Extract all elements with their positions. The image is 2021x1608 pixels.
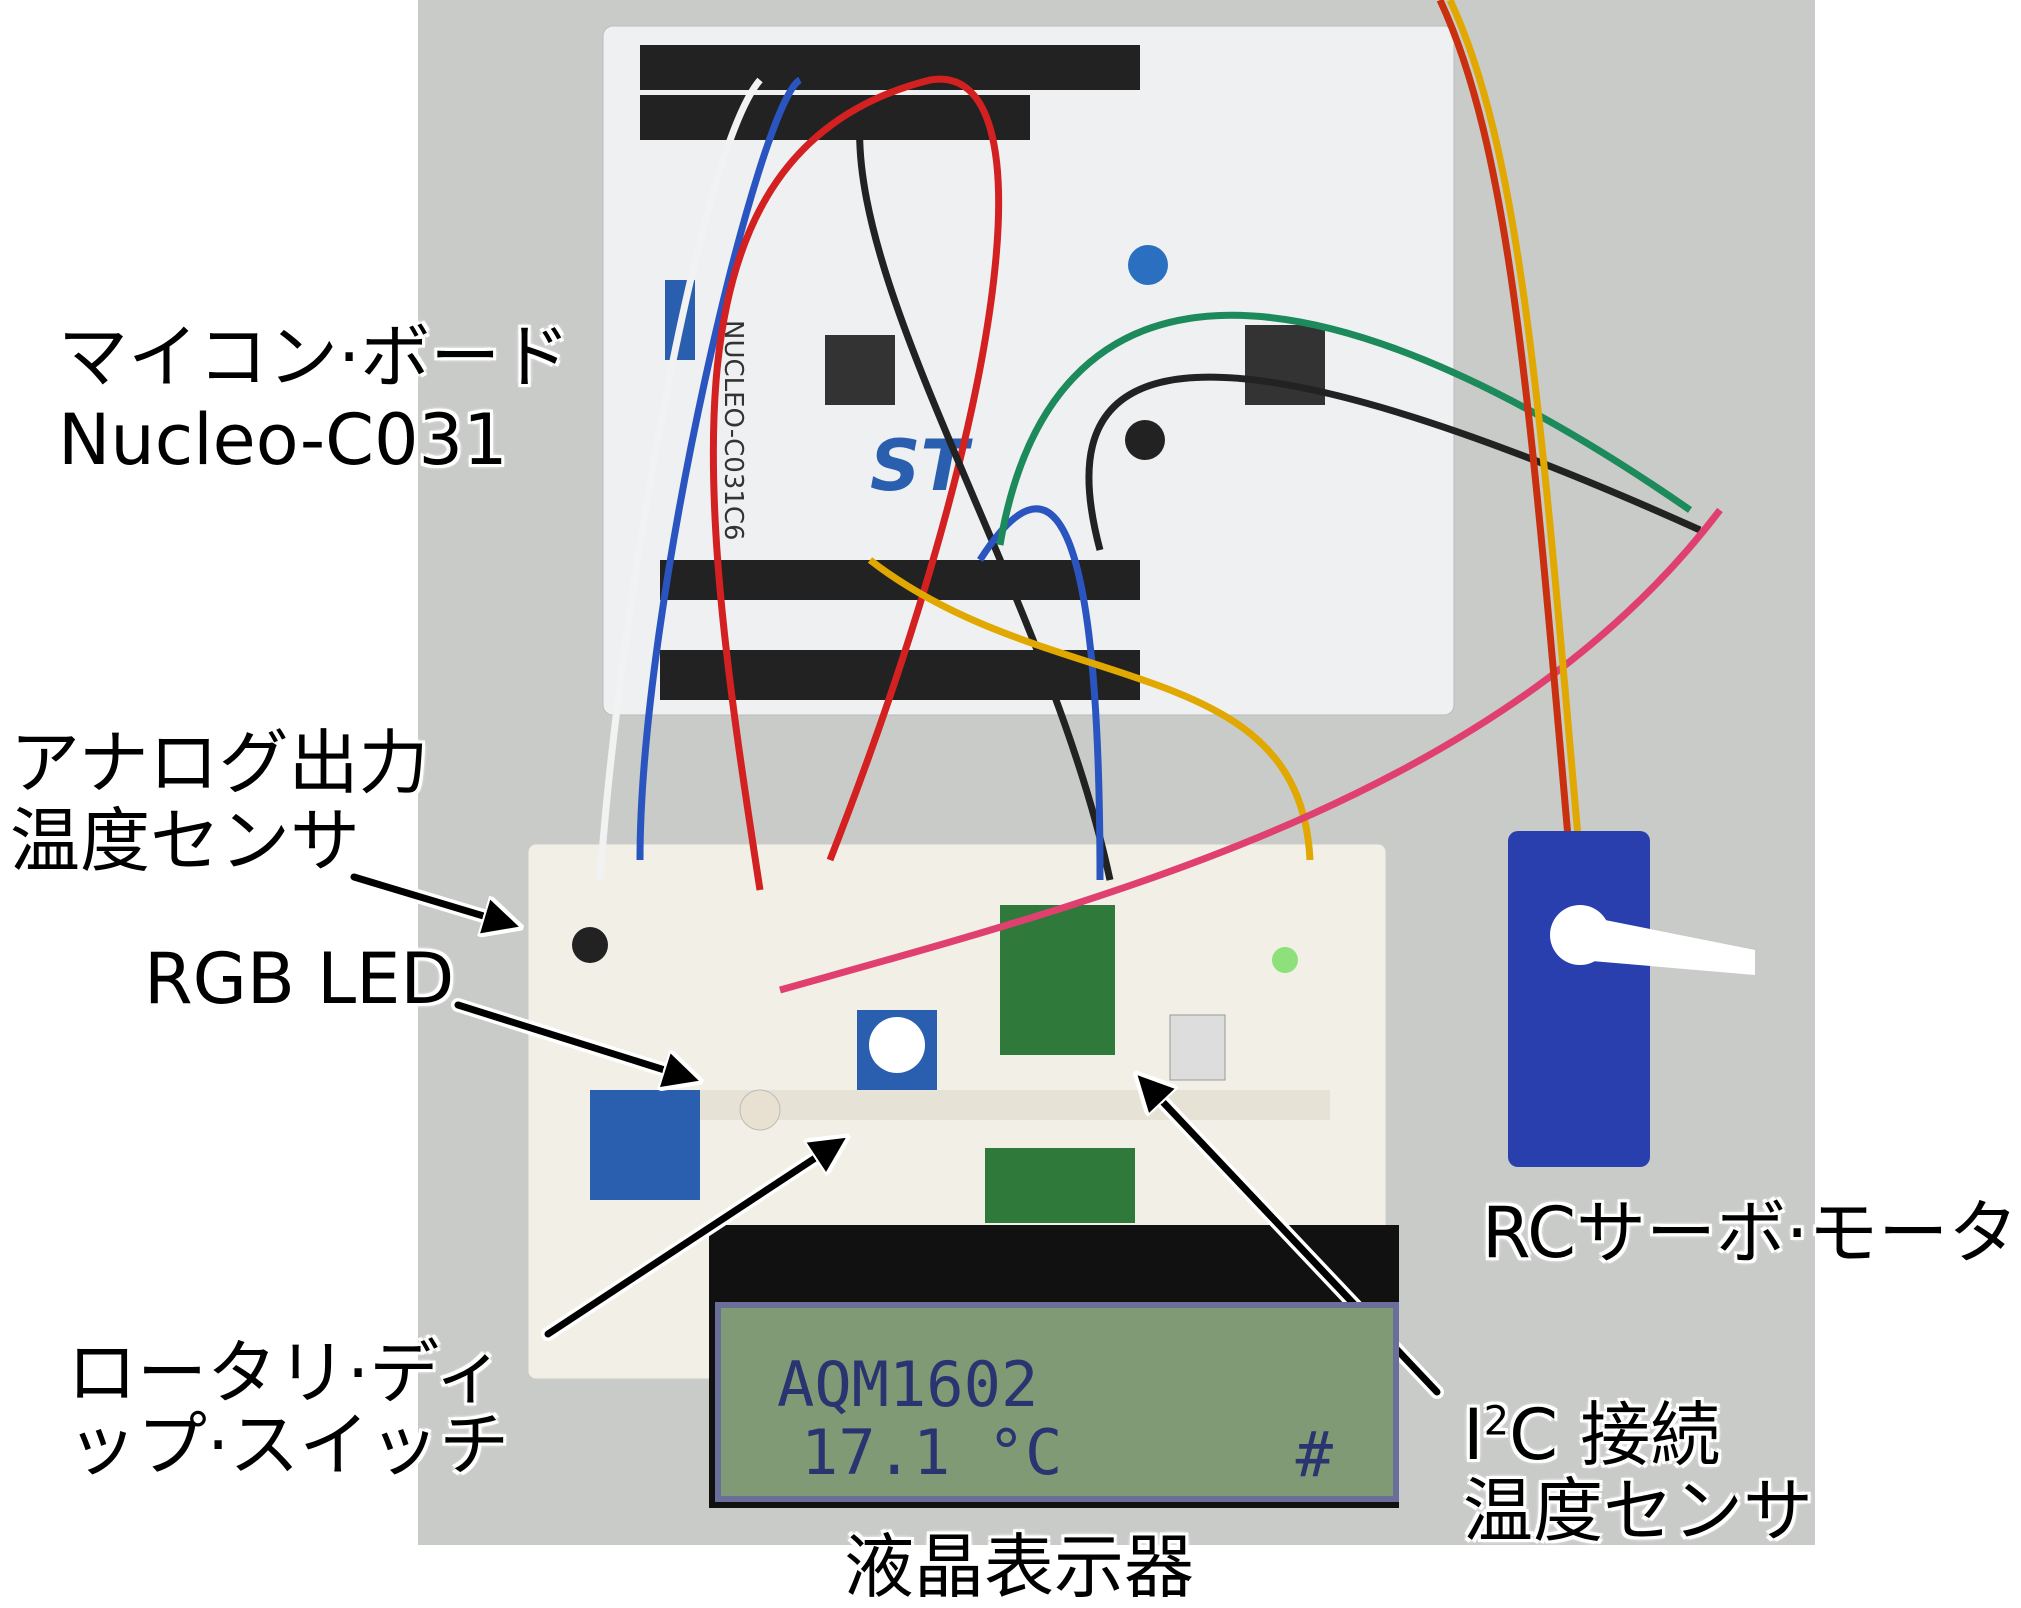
label-rotary-line1: ロータリ·ディ xyxy=(67,1332,505,1414)
label-analog-line2: 温度センサ xyxy=(10,800,360,882)
label-board-line2: Nucleo-C031 xyxy=(58,399,508,481)
label-rgb-led: RGB LED xyxy=(144,938,455,1020)
arrow-rotary-switch xyxy=(541,1143,838,1341)
label-i2c-line1: I2C 接続 xyxy=(1463,1400,1720,1470)
label-lcd: 液晶表示器 xyxy=(844,1526,1194,1608)
jumper-wires xyxy=(596,0,1723,994)
label-i2c-line2: 温度センサ xyxy=(1463,1470,1813,1552)
lcd-indicator: # xyxy=(1295,1418,1333,1491)
lcd-line-2: 17.1 °C xyxy=(801,1416,1063,1489)
i2c-temp-sensor-module xyxy=(1000,905,1115,1055)
nucleo-board: ST NUCLEO-C031C6 xyxy=(602,25,1455,716)
arrow-rgb-led xyxy=(451,998,690,1078)
mcu-chip xyxy=(825,335,895,405)
i2c-prefix: I xyxy=(1463,1394,1484,1476)
lcd-screen: AQM1602 17.1 °C # xyxy=(715,1302,1399,1502)
rc-servo-motor xyxy=(1508,831,1755,1167)
lcd-line-1: AQM1602 xyxy=(777,1348,1039,1421)
arrow-analog-sensor xyxy=(347,870,510,924)
label-servo: RCサーボ·モータ xyxy=(1482,1192,2019,1274)
i2c-superscript: 2 xyxy=(1483,1398,1510,1445)
rgb-led xyxy=(739,1089,781,1131)
label-rotary-line2: ップ·スイッチ xyxy=(67,1404,510,1486)
label-board-line1: マイコン·ボード xyxy=(58,316,571,398)
i2c-suffix: C 接続 xyxy=(1509,1394,1721,1476)
svg-text:NUCLEO-C031C6: NUCLEO-C031C6 xyxy=(718,320,748,541)
user-button xyxy=(1128,245,1168,285)
analog-temp-sensor xyxy=(572,927,608,963)
label-analog-line1: アナログ出力 xyxy=(10,722,429,804)
reset-button xyxy=(1125,420,1165,460)
potentiometer xyxy=(590,1090,700,1200)
